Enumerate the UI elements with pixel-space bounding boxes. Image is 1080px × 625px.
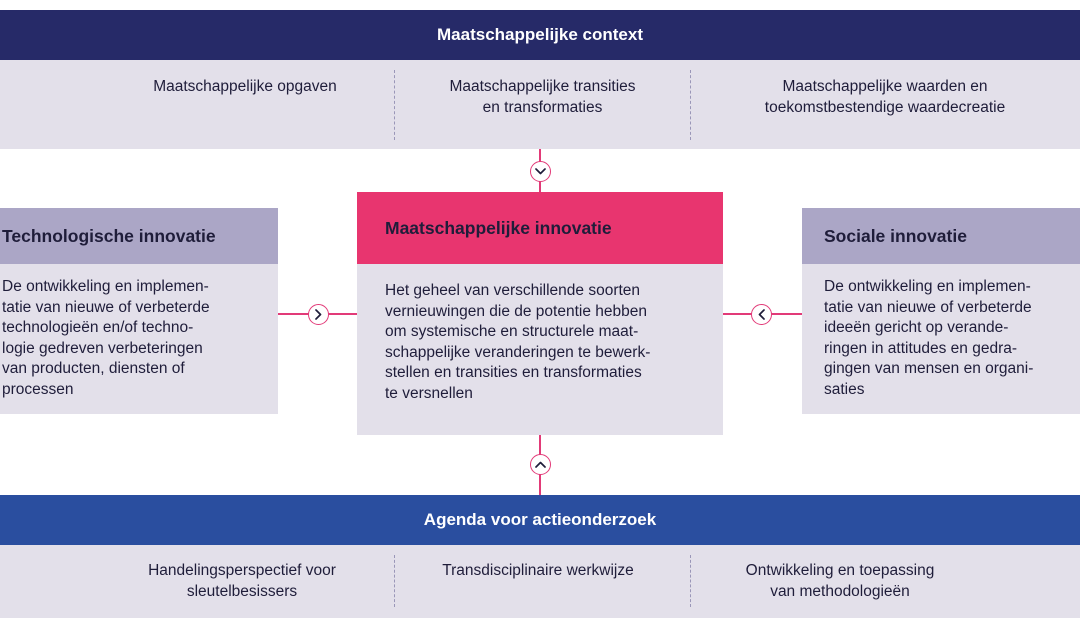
technological-innovation-description: De ontwikkeling en implemen- tatie van n…: [0, 264, 278, 414]
divider: [690, 70, 691, 140]
action-research-agenda-body: [0, 545, 1080, 618]
chevron-down-icon: [530, 161, 551, 182]
social-innovation-header: Sociale innovatie: [802, 208, 1080, 264]
societal-context-title: Maatschappelijke context: [437, 25, 643, 44]
technological-innovation-title: Technologische innovatie: [2, 225, 216, 246]
divider: [394, 70, 395, 140]
societal-innovation-title: Maatschappelijke innovatie: [385, 217, 612, 238]
divider: [690, 555, 691, 607]
action-research-agenda-header: Agenda voor actieonderzoek: [0, 495, 1080, 545]
social-innovation-description: De ontwikkeling en implemen- tatie van n…: [802, 264, 1080, 414]
chevron-up-icon: [530, 454, 551, 475]
societal-innovation-description: Het geheel van verschillende soorten ver…: [357, 264, 723, 435]
action-research-item: Transdisciplinaire werkwijze: [442, 562, 634, 579]
action-research-agenda-title: Agenda voor actieonderzoek: [423, 510, 657, 529]
divider: [394, 555, 395, 607]
chevron-right-icon: [308, 304, 329, 325]
societal-context-header: Maatschappelijke context: [0, 10, 1080, 60]
social-innovation-title: Sociale innovatie: [824, 225, 967, 246]
societal-innovation-header: Maatschappelijke innovatie: [357, 192, 723, 264]
societal-context-item: Maatschappelijke transities en transform…: [449, 78, 636, 116]
action-research-item: Handelingsperspectief voor sleutelbesiss…: [148, 562, 336, 600]
technological-innovation-header: Technologische innovatie: [0, 208, 278, 264]
action-research-item: Ontwikkeling en toepassing van methodolo…: [745, 562, 935, 600]
chevron-left-icon: [751, 304, 772, 325]
societal-context-item: Maatschappelijke opgaven: [153, 78, 337, 95]
societal-context-item: Maatschappelijke waarden en toekomstbest…: [764, 78, 1006, 116]
societal-context-body: [0, 60, 1080, 149]
